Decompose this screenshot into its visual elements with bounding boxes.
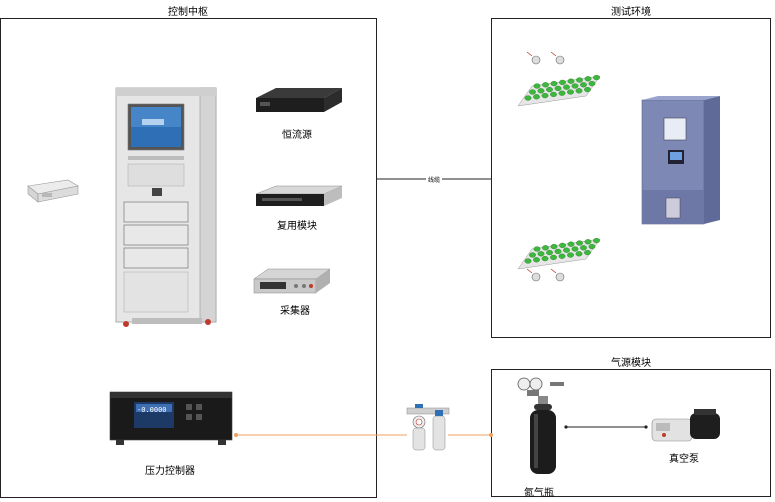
vacuum-pump-icon <box>651 409 720 442</box>
sensor-cell <box>550 91 557 98</box>
pressure-readout: -0.0000 <box>137 406 167 414</box>
sensor-cell <box>567 89 574 95</box>
pressure-controller-label: 压力控制器 <box>145 466 195 477</box>
sensor-cell <box>533 94 540 100</box>
sensor-cell <box>593 237 600 244</box>
sensor-cell <box>575 88 583 94</box>
sensor-cell <box>580 245 587 251</box>
sensor-cell <box>546 86 553 93</box>
sensor-cell <box>541 92 549 99</box>
sensor-cell <box>533 257 540 263</box>
power-supply-label: 恒流源 <box>282 130 312 141</box>
sensor-cell <box>584 250 591 256</box>
nitrogen-bottle-icon <box>517 377 564 474</box>
test-env-panel-title: 测试环境 <box>611 7 651 18</box>
sensor-cell <box>558 90 566 96</box>
sensor-cell <box>567 78 575 84</box>
sensor-cell <box>584 86 591 93</box>
sensor-cell <box>558 253 566 259</box>
nitrogen-bottle-label: 氮气瓶 <box>524 488 554 499</box>
sensor-cell <box>580 82 587 88</box>
sensor-cell <box>563 247 570 253</box>
mux-module-icon <box>255 185 343 206</box>
control-panel-title: 控制中枢 <box>168 7 208 18</box>
sensor-cell <box>524 258 532 264</box>
link-label: 线缆 <box>425 175 443 184</box>
sensor-cell <box>524 95 532 101</box>
sensor-cell <box>546 250 553 256</box>
sensor-cell <box>529 89 536 95</box>
sensor-cell <box>571 246 579 252</box>
sensor-cell <box>575 251 583 257</box>
sensor-cell <box>541 256 549 262</box>
sensor-cell <box>542 245 549 251</box>
sensor-cell <box>567 241 575 247</box>
sensor-cell <box>588 244 596 250</box>
sensor-cell <box>563 84 570 90</box>
filter-regulator-icon <box>406 404 450 451</box>
sensor-array-icon <box>517 237 601 282</box>
sensor-cell <box>593 75 600 81</box>
sensor-cell <box>584 239 592 245</box>
sensor-cell <box>550 81 558 87</box>
test-env-panel <box>491 18 771 338</box>
mux-module-label: 复用模块 <box>277 221 317 232</box>
server-rack-icon <box>115 87 217 327</box>
sensor-array-icon <box>517 51 601 107</box>
sensor-cell <box>559 242 566 249</box>
acquisition-icon <box>253 268 331 294</box>
sensor-probe-icon <box>550 268 565 282</box>
acquisition-label: 采集器 <box>280 306 310 317</box>
sensor-cell <box>550 254 557 261</box>
sensor-cell <box>567 252 574 258</box>
power-supply-icon <box>256 88 342 112</box>
sensor-cell <box>576 240 583 246</box>
sensor-cell <box>554 248 562 255</box>
sensor-cell <box>542 82 549 88</box>
gas-line-endpoint-right <box>489 433 493 437</box>
sensor-cell <box>559 79 566 86</box>
gas-line-endpoint-left <box>234 433 238 437</box>
sensor-cell <box>576 77 583 83</box>
sensor-cell <box>550 244 558 250</box>
sensor-cell <box>584 76 592 82</box>
sensor-cell <box>533 83 541 89</box>
sensor-cell <box>529 252 536 258</box>
sensor-cell <box>571 83 579 89</box>
sensor-cell <box>533 246 541 252</box>
test-chamber-icon <box>641 96 720 225</box>
sensor-cell <box>537 88 545 94</box>
sensor-probe-icon <box>526 51 541 65</box>
vacuum-pump-label: 真空泵 <box>669 454 699 465</box>
sensor-cell <box>588 81 596 87</box>
desktop-unit-icon <box>27 179 79 203</box>
pressure-controller-icon <box>109 391 233 445</box>
gas-panel-title: 气源模块 <box>611 358 651 369</box>
sensor-cell <box>537 251 545 257</box>
sensor-probe-icon <box>526 268 541 282</box>
sensor-probe-icon <box>550 51 565 65</box>
sensor-cell <box>554 85 562 92</box>
